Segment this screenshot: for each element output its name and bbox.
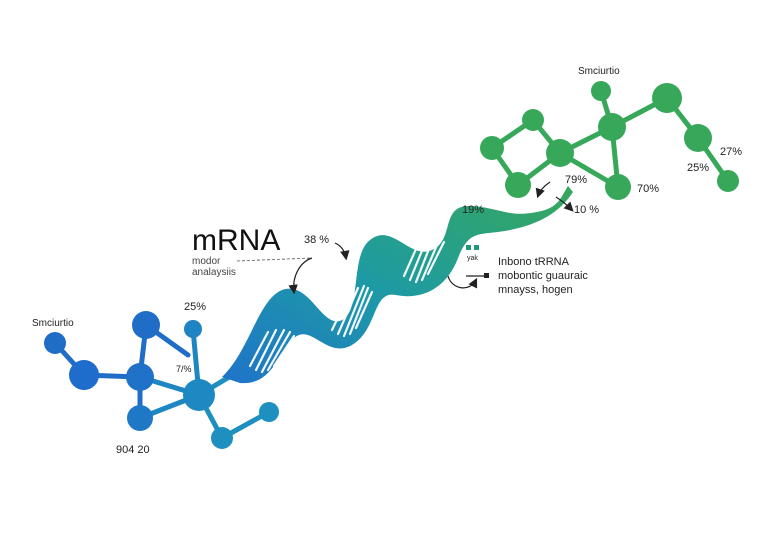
green-node	[522, 109, 544, 131]
blue-node	[127, 405, 153, 431]
blue-node	[184, 320, 202, 338]
small-tag-label: yak	[467, 255, 478, 262]
green-node	[652, 83, 682, 113]
green-node	[717, 170, 739, 192]
analysis-label: analaysiis	[192, 267, 236, 278]
pct-label-27: 27%	[720, 146, 742, 158]
pct-label-38: 38 %	[304, 234, 329, 246]
blue-node	[126, 363, 154, 391]
green-node	[684, 124, 712, 152]
green-node	[480, 136, 504, 160]
blue-node	[132, 311, 160, 339]
square-marker-icon	[466, 245, 489, 278]
note-line-2: mobontic guauraic	[498, 270, 588, 282]
blue-node	[183, 379, 215, 411]
green-molecule	[480, 81, 739, 200]
blue-node	[259, 402, 279, 422]
mrna-helix	[222, 186, 573, 384]
green-node	[546, 139, 574, 167]
green-node	[598, 113, 626, 141]
blue-node	[44, 332, 66, 354]
note-line-1: Inbono tRRNA	[498, 256, 570, 268]
pct-label-25-left: 25%	[184, 301, 206, 313]
pct-label-79: 79%	[565, 174, 587, 186]
bottom-number-label: 904 20	[116, 444, 150, 456]
curved-arrow-icon	[288, 181, 574, 295]
pct-label-25-right: 25%	[687, 162, 709, 174]
pct-label-10: 10 %	[574, 204, 599, 216]
green-node	[605, 174, 631, 200]
pct-label-70: 70%	[637, 183, 659, 195]
modor-label: modor	[192, 256, 221, 267]
blue-node	[211, 427, 233, 449]
pct-label-7: 7/%	[176, 364, 192, 374]
left-title: Smciurtio	[32, 318, 74, 329]
pct-label-19: 19%	[462, 204, 484, 216]
blue-node	[69, 360, 99, 390]
green-node	[591, 81, 611, 101]
modor-connector-line	[236, 257, 313, 262]
top-right-title: Smciurtio	[578, 66, 620, 77]
green-node	[505, 172, 531, 198]
mrna-title: mRNA	[192, 224, 280, 257]
note-line-3: mnayss, hogen	[498, 284, 573, 296]
